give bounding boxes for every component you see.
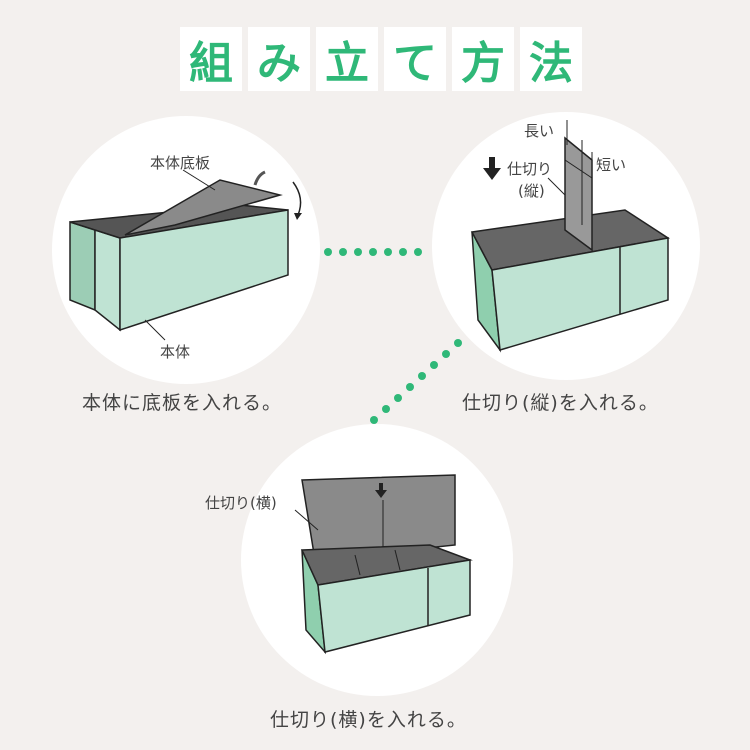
title-char: 方 — [452, 27, 514, 91]
page-title: 組 み 立 て 方 法 — [180, 27, 582, 91]
title-char: て — [384, 27, 446, 91]
step1-illustration: 本体底板 本体 — [52, 116, 320, 384]
step3-caption: 仕切り(横)を入れる。 — [270, 709, 467, 731]
step2-caption: 仕切り(縦)を入れる。 — [462, 392, 659, 414]
label-short: 短い — [596, 156, 626, 174]
label-body: 本体 — [160, 343, 190, 361]
label-vertical: (縦) — [518, 182, 545, 200]
label-long: 長い — [524, 122, 554, 140]
title-char: 組 — [180, 27, 242, 91]
label-bottom-board: 本体底板 — [150, 154, 210, 172]
title-char: 立 — [316, 27, 378, 91]
label-divider-horizontal: 仕切り(横) — [205, 494, 277, 512]
step2-illustration: 長い 短い 仕切り (縦) — [432, 112, 700, 380]
label-divider: 仕切り — [507, 160, 552, 178]
title-char: み — [248, 27, 310, 91]
step1-caption: 本体に底板を入れる。 — [82, 392, 283, 414]
step3-illustration: 仕切り(横) — [205, 424, 513, 696]
title-char: 法 — [520, 27, 582, 91]
connector-dots — [324, 248, 462, 424]
